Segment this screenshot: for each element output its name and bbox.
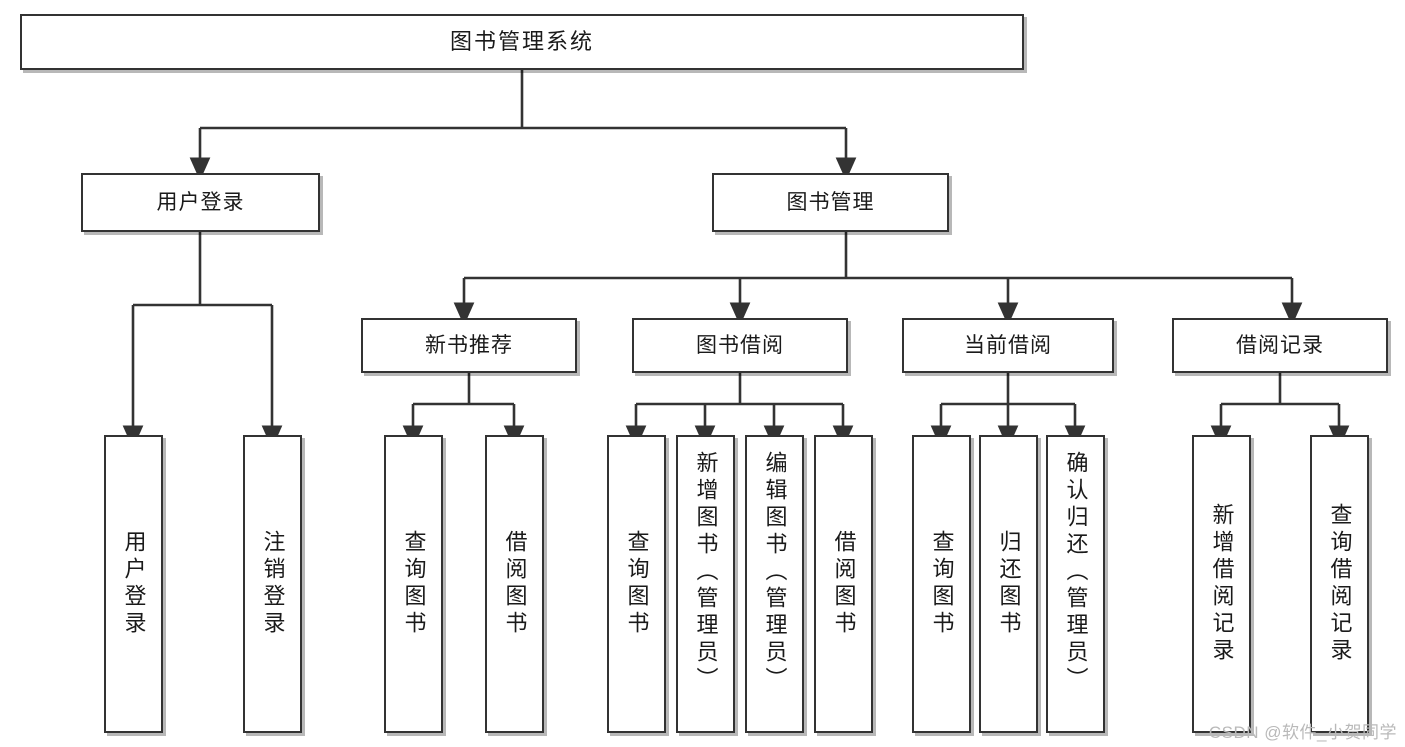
node-label: 借阅图书 bbox=[831, 530, 857, 638]
leaf-logout[interactable]: 注销登录 bbox=[243, 435, 302, 733]
node-label: 图书管理 bbox=[786, 190, 875, 214]
node-label: 归还图书 bbox=[996, 530, 1022, 638]
node-label: 新增借阅记录 bbox=[1209, 503, 1235, 665]
node-label: 确认归还（管理员） bbox=[1063, 451, 1089, 694]
leaf-edit-book-admin[interactable]: 编辑图书（管理员） bbox=[745, 435, 804, 733]
node-book-management[interactable]: 图书管理 bbox=[712, 173, 949, 232]
node-new-book-recommend[interactable]: 新书推荐 bbox=[361, 318, 577, 373]
leaf-return-book[interactable]: 归还图书 bbox=[979, 435, 1038, 733]
watermark: CSDN @软件_小贺同学 bbox=[1208, 723, 1397, 742]
leaf-borrow-book[interactable]: 借阅图书 bbox=[814, 435, 873, 733]
node-label: 查询图书 bbox=[929, 530, 955, 638]
node-borrow-record[interactable]: 借阅记录 bbox=[1172, 318, 1388, 373]
leaf-query-borrow-record[interactable]: 查询借阅记录 bbox=[1310, 435, 1369, 733]
leaf-confirm-return-admin[interactable]: 确认归还（管理员） bbox=[1046, 435, 1105, 733]
node-label: 借阅图书 bbox=[502, 530, 528, 638]
node-label: 新增图书（管理员） bbox=[693, 451, 719, 694]
leaf-user-login[interactable]: 用户登录 bbox=[104, 435, 163, 733]
node-label: 当前借阅 bbox=[964, 333, 1052, 357]
node-label: 编辑图书（管理员） bbox=[762, 451, 788, 694]
leaf-add-borrow-record[interactable]: 新增借阅记录 bbox=[1192, 435, 1251, 733]
node-root-system[interactable]: 图书管理系统 bbox=[20, 14, 1024, 70]
leaf-add-book-admin[interactable]: 新增图书（管理员） bbox=[676, 435, 735, 733]
node-label: 用户登录 bbox=[156, 190, 245, 214]
leaf-query-book-borrow[interactable]: 查询图书 bbox=[607, 435, 666, 733]
leaf-borrow-book-recommend[interactable]: 借阅图书 bbox=[485, 435, 544, 733]
node-label: 查询图书 bbox=[401, 530, 427, 638]
node-label: 图书管理系统 bbox=[449, 28, 594, 54]
node-label: 借阅记录 bbox=[1236, 333, 1324, 357]
node-label: 图书借阅 bbox=[696, 333, 784, 357]
leaf-query-book-recommend[interactable]: 查询图书 bbox=[384, 435, 443, 733]
node-label: 查询图书 bbox=[624, 530, 650, 638]
node-label: 用户登录 bbox=[121, 530, 147, 638]
leaf-query-book-current[interactable]: 查询图书 bbox=[912, 435, 971, 733]
node-label: 查询借阅记录 bbox=[1327, 503, 1353, 665]
node-label: 新书推荐 bbox=[425, 333, 513, 357]
node-book-borrow[interactable]: 图书借阅 bbox=[632, 318, 848, 373]
node-current-borrow[interactable]: 当前借阅 bbox=[902, 318, 1114, 373]
node-label: 注销登录 bbox=[260, 530, 286, 638]
node-user-login[interactable]: 用户登录 bbox=[81, 173, 320, 232]
